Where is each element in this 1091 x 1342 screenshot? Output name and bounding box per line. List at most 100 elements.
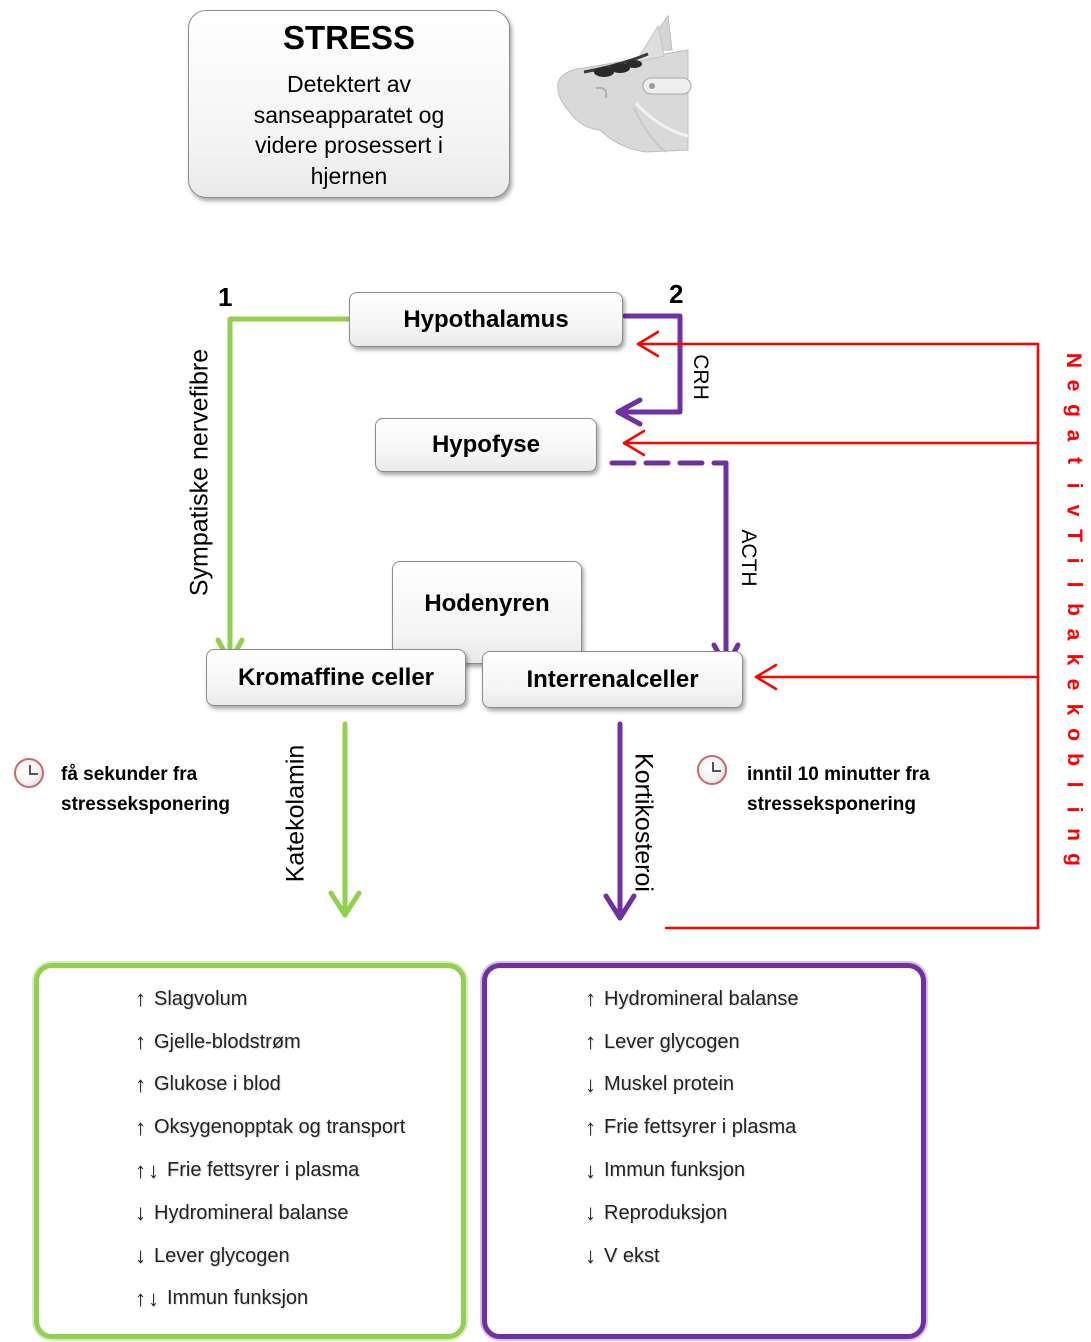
katekolamin-effect-item: ↑Gjelle-blodstrøm xyxy=(135,1021,405,1064)
effect-direction-arrow: ↑ xyxy=(585,986,598,1012)
feedback-label-letter: b xyxy=(1062,603,1086,617)
katekolamin-effect-item: ↑↓ Frie fettsyrer i plasma xyxy=(135,1149,405,1192)
acth-arrow xyxy=(609,460,741,670)
fast-timing-text: få sekunder fra stresseksponering xyxy=(61,760,230,820)
effect-direction-arrow: ↑ xyxy=(135,1071,148,1097)
feedback-label-letter: v xyxy=(1062,504,1086,516)
feedback-label-letter: t xyxy=(1062,456,1086,464)
stress-line-3: videre prosessert i xyxy=(255,132,443,158)
fish-head-illustration xyxy=(557,14,692,153)
effect-direction-arrow: ↓ xyxy=(135,1243,148,1269)
katekolamin-effects-list: ↑Slagvolum↑Gjelle-blodstrøm↑Glukose i bl… xyxy=(135,978,405,1320)
stress-line-4: hjernen xyxy=(310,162,388,189)
effect-direction-arrow: ↑ xyxy=(135,986,148,1012)
pathway-number-1: 1 xyxy=(218,282,233,312)
effect-label: Muskel protein xyxy=(604,1073,735,1096)
effect-label: Gjelle-blodstrøm xyxy=(154,1030,301,1053)
kortikosteroid-effects-list: ↑ Hydromineral balanse ↑ Lever glycogen ↓ Mus… xyxy=(585,978,799,1278)
effect-direction-arrow: ↑ xyxy=(585,1114,598,1140)
feedback-label-letter: i xyxy=(1062,482,1086,489)
effect-direction-arrow: ↓ xyxy=(585,1071,598,1097)
feedback-label-letter: i xyxy=(1062,806,1086,813)
kromaffine-celler-node: Kromaffine celler xyxy=(206,649,466,706)
effect-direction-arrow: ↓ xyxy=(585,1157,598,1183)
stress-line-2: sanseapparatet og xyxy=(253,101,445,128)
effect-direction-arrow: ↑↓ xyxy=(135,1285,161,1311)
feedback-label-letter: n xyxy=(1062,827,1086,841)
katekolamin-effect-item: ↑↓ Immun funksjon xyxy=(135,1278,405,1321)
katekolamin-effects-box xyxy=(34,963,466,1339)
slow-timing-text: inntil 10 minutter fra stresseksponering xyxy=(747,760,930,820)
effect-label: Reproduksjon xyxy=(604,1201,728,1224)
clock-icon xyxy=(697,755,727,785)
feedback-label-letter: a xyxy=(1062,628,1086,641)
effect-label: Slagvolum xyxy=(154,987,248,1010)
stress-description: Detektert av sanseapparatet og videre pr… xyxy=(254,69,445,191)
effect-label: Lever glycogen xyxy=(154,1244,290,1267)
kortikosteroid-effect-item: ↑ Hydromineral balanse xyxy=(585,978,799,1021)
effect-label: Glukose i blod xyxy=(154,1073,281,1096)
effect-direction-arrow: ↑ xyxy=(585,1029,598,1055)
hypothalamus-node: Hypothalamus xyxy=(349,292,623,347)
effect-label: Immun funksjon xyxy=(604,1159,746,1182)
katekolamin-label: Katekolamin xyxy=(281,744,310,883)
kortikosteroid-effect-item: ↓ Immun funksjon xyxy=(585,1149,799,1192)
effect-label: Oksygenopptak og transport xyxy=(154,1116,406,1139)
feedback-label-letter: b xyxy=(1062,753,1086,766)
hypofyse-node: Hypofyse xyxy=(375,418,597,472)
crh-arrow xyxy=(615,313,683,427)
effect-label: Frie fettsyrer i plasma xyxy=(604,1116,797,1139)
acth-label: ACTH xyxy=(737,529,760,587)
feedback-label-letter: i xyxy=(1062,557,1086,563)
feedback-label-letter: g xyxy=(1062,403,1086,417)
crh-label: CRH xyxy=(689,354,712,400)
effect-direction-arrow: ↓ xyxy=(585,1243,598,1269)
katekolamin-effect-item: ↓ Lever glycogen xyxy=(135,1235,405,1278)
effect-direction-arrow: ↓ xyxy=(585,1200,598,1226)
katekolamin-effect-item: ↑ Oksygenopptak og transport xyxy=(135,1106,405,1149)
effect-label: Lever glycogen xyxy=(604,1030,740,1053)
feedback-label-letter: T xyxy=(1062,528,1086,542)
effect-label: Hydromineral balanse xyxy=(604,987,799,1010)
effect-direction-arrow: ↑↓ xyxy=(135,1157,161,1183)
kortikosteroid-arrow xyxy=(603,721,637,921)
kortikosteroid-effect-item: ↑ Frie fettsyrer i plasma xyxy=(585,1106,799,1149)
effect-label: Hydromineral balanse xyxy=(154,1201,349,1224)
interrenalceller-node: Interrenalceller xyxy=(482,651,743,708)
kortikosteroid-effect-item: ↓ Reproduksjon xyxy=(585,1192,799,1235)
feedback-label-letter: l xyxy=(1062,781,1086,788)
feedback-label-letter: e xyxy=(1062,678,1086,691)
stress-title: STRESS xyxy=(282,19,416,56)
effect-direction-arrow: ↑ xyxy=(135,1114,148,1140)
katekolamin-effect-item: ↑ Slagvolum xyxy=(135,978,405,1021)
kortikosteroid-effect-item: ↓ V ekst xyxy=(585,1235,799,1278)
effect-label: V ekst xyxy=(604,1244,660,1267)
fast-timing-line-2: stresseksponering xyxy=(61,794,230,815)
kortikosteroid-effect-item: ↑ Lever glycogen xyxy=(585,1021,799,1064)
kortikosteroid-effect-item: ↓ Muskel protein xyxy=(585,1064,799,1107)
feedback-label-letter: k xyxy=(1062,703,1086,716)
effect-direction-arrow: ↓ xyxy=(135,1200,148,1226)
stress-line-1: Detektert av xyxy=(286,71,411,97)
feedback-label-letter: N xyxy=(1062,352,1086,369)
feedback-label-letter: l xyxy=(1062,582,1086,588)
slow-timing-line-1: inntil 10 minutter fra xyxy=(747,764,930,785)
kortikosteroid-effects-box xyxy=(482,963,926,1339)
effect-label: Frie fettsyrer i plasma xyxy=(167,1159,360,1182)
feedback-label-letter: e xyxy=(1062,379,1086,392)
fast-timing-line-1: få sekunder fra xyxy=(61,764,198,785)
katekolamin-arrow xyxy=(328,721,362,918)
clock-icon xyxy=(14,758,44,788)
katekolamin-effect-item: ↓ Hydromineral balanse xyxy=(135,1192,405,1235)
effect-label: Immun funksjon xyxy=(167,1287,309,1310)
pathway-1-sympathetic-arrow xyxy=(215,316,353,665)
slow-timing-line-2: stresseksponering xyxy=(747,794,916,815)
pathway-number-2: 2 xyxy=(669,279,684,309)
feedback-label-letter: o xyxy=(1062,728,1086,741)
katekolamin-effect-item: ↑ Glukose i blod xyxy=(135,1064,405,1107)
negative-feedback-loop xyxy=(622,330,1040,930)
feedback-label-letter: g xyxy=(1062,852,1086,866)
feedback-label-letter: k xyxy=(1062,653,1086,666)
